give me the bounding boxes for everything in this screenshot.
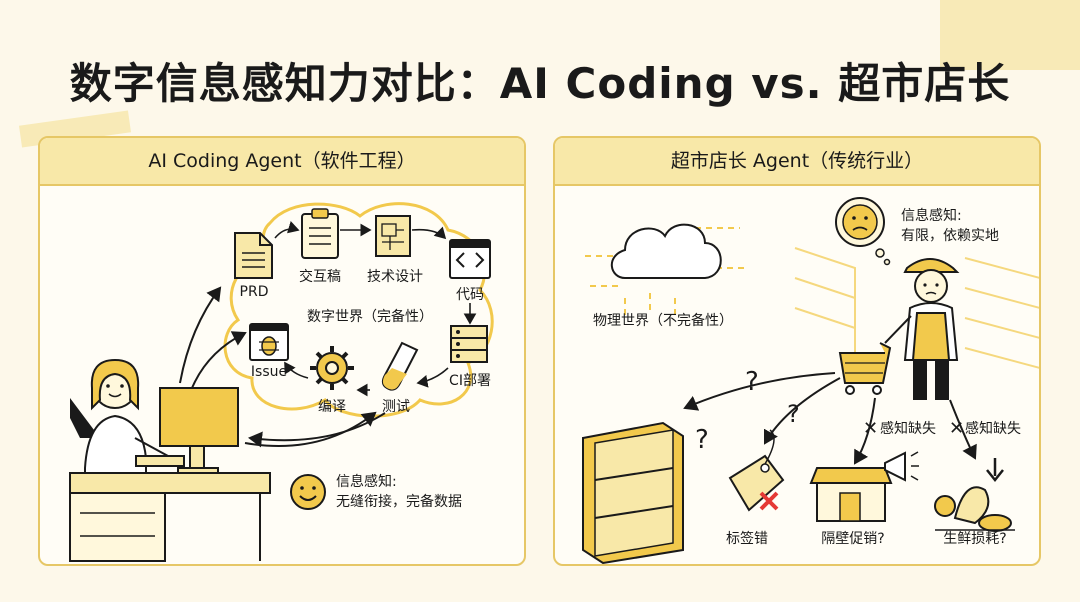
store-manager-illustration bbox=[884, 258, 960, 400]
limited-note-line2: 有限，依赖实地 bbox=[901, 228, 999, 244]
limited-note-line1: 信息感知: bbox=[901, 208, 962, 224]
developer-illustration bbox=[69, 358, 271, 562]
step-label-tech-design: 技术设计 bbox=[367, 269, 423, 285]
clipboard-icon bbox=[301, 208, 339, 259]
ai-coding-panel-header: AI Coding Agent（软件工程） bbox=[40, 138, 524, 186]
worried-face-icon bbox=[835, 197, 891, 266]
item-label-nearby-promo: 隔壁促销? bbox=[821, 531, 885, 547]
info-note-line2: 无缝衔接，完备数据 bbox=[336, 494, 462, 510]
store-shelves-background bbox=[794, 247, 1039, 369]
tape-decoration-corner bbox=[940, 0, 1080, 70]
info-note-line1: 信息感知: bbox=[336, 474, 397, 490]
physical-world-cloud bbox=[610, 223, 722, 279]
supermarket-illustration: ? ? ? ✕ ✕ bbox=[582, 197, 1039, 564]
info-perception-note: 信息感知: 无缝衔接，完备数据 bbox=[336, 472, 462, 512]
spoiled-produce-icon bbox=[934, 458, 1015, 532]
page-title: 数字信息感知力对比：AI Coding vs. 超市店长 bbox=[69, 59, 1011, 108]
wrong-tag-icon bbox=[728, 429, 785, 512]
smiley-icon bbox=[290, 474, 326, 510]
step-label-prd: PRD bbox=[239, 284, 269, 300]
blueprint-icon bbox=[375, 215, 411, 257]
svg-text:✕: ✕ bbox=[863, 418, 878, 439]
shopping-cart-icon bbox=[838, 342, 892, 395]
item-label-wrong-tag: 标签错 bbox=[726, 531, 768, 547]
missing-label-2: 感知缺失 bbox=[965, 421, 1021, 437]
supermarket-panel: 超市店长 Agent（传统行业） bbox=[553, 136, 1041, 566]
question-mark: ? bbox=[745, 367, 759, 397]
question-mark: ? bbox=[695, 425, 709, 455]
gear-icon bbox=[310, 346, 354, 390]
step-label-issue: Issue bbox=[250, 364, 288, 380]
document-icon bbox=[234, 232, 273, 279]
step-label-ci: CI部署 bbox=[449, 373, 491, 389]
bug-icon bbox=[249, 323, 289, 361]
step-label-code: 代码 bbox=[456, 287, 484, 303]
physical-world-label: 物理世界（不完备性） bbox=[593, 313, 733, 329]
empty-shelf-icon bbox=[582, 421, 684, 564]
missing-label-1: 感知缺失 bbox=[880, 421, 936, 437]
item-label-fresh-loss: 生鲜损耗? bbox=[943, 531, 1007, 547]
store-front-icon bbox=[809, 451, 919, 522]
svg-text:✕: ✕ bbox=[949, 418, 964, 439]
test-tube-icon bbox=[381, 341, 419, 391]
ai-coding-panel: AI Coding Agent（软件工程） bbox=[38, 136, 526, 566]
step-label-test: 测试 bbox=[382, 399, 410, 415]
step-label-interaction: 交互稿 bbox=[299, 269, 341, 285]
limited-perception-note: 信息感知: 有限，依赖实地 bbox=[901, 206, 999, 246]
step-label-compile: 编译 bbox=[318, 399, 346, 415]
supermarket-panel-header: 超市店长 Agent（传统行业） bbox=[555, 138, 1039, 186]
cycle-center-label: 数字世界（完备性） bbox=[307, 309, 433, 325]
ai-coding-illustration bbox=[69, 202, 494, 562]
code-window-icon bbox=[449, 239, 491, 279]
digital-world-cloud bbox=[223, 202, 494, 418]
server-icon bbox=[450, 325, 488, 363]
